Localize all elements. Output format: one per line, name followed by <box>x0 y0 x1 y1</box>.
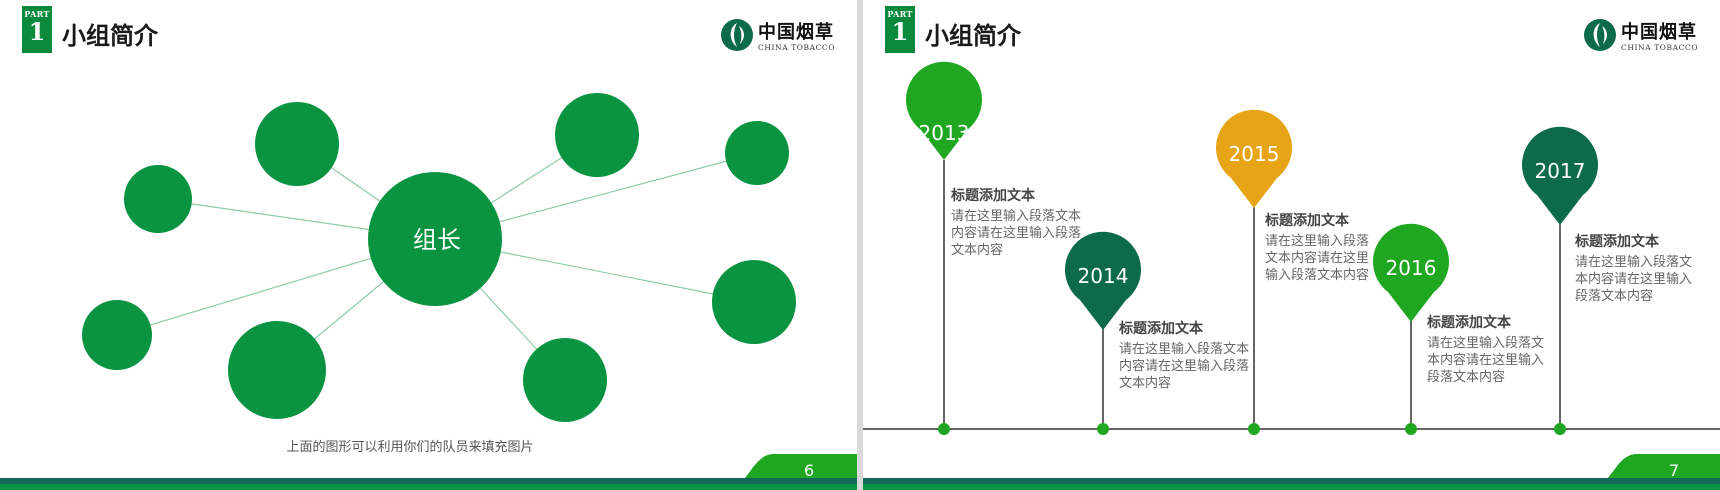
slide-title: 小组简介 <box>925 21 1021 50</box>
timeline-year: 2014 <box>1077 264 1129 288</box>
timeline-entry: 标题添加文本 请在这里输入段落文本内容请在这里输入段落文本内容 <box>1265 210 1377 284</box>
timeline-entry-title: 标题添加文本 <box>951 188 1035 204</box>
part-badge: PART 1 <box>885 6 915 53</box>
diagram-caption: 上面的图形可以利用你们的队员来填充图片 <box>286 440 534 455</box>
timeline-dot <box>938 423 950 435</box>
timeline-entry: 标题添加文本 请在这里输入段落文本内容请在这里输入段落文本内容 <box>1427 312 1545 386</box>
timeline-pin <box>1373 223 1449 322</box>
timeline-entry: 标题添加文本 请在这里输入段落文本内容请在这里输入段落文本内容 <box>951 185 1091 259</box>
timeline-entry-title: 标题添加文本 <box>1427 315 1511 331</box>
footer-band <box>0 452 857 490</box>
member-node <box>725 121 789 185</box>
timeline-year: 2015 <box>1228 142 1280 166</box>
member-node <box>82 300 152 370</box>
team-network-diagram <box>82 93 796 422</box>
timeline-dot <box>1405 423 1417 435</box>
member-node <box>255 102 339 186</box>
timeline-year: 2013 <box>918 121 970 145</box>
footer-band <box>863 452 1720 490</box>
timeline-entry: 标题添加文本 请在这里输入段落文本内容请在这里输入段落文本内容 <box>1119 318 1259 392</box>
leader-node <box>368 172 502 306</box>
timeline-dot <box>1248 423 1260 435</box>
slide-7: PART 1 小组简介 中国烟草 CHINA TOBACCO <box>863 0 1720 490</box>
page-number: 7 <box>1669 461 1680 480</box>
logo-text: 中国烟草 <box>758 22 834 43</box>
timeline-entry-body: 请在这里输入段落文本内容请在这里输入段落文本内容 <box>1427 336 1545 385</box>
part-label: PART <box>887 9 913 19</box>
timeline-entry-body: 请在这里输入段落文本内容请在这里输入段落文本内容 <box>1575 255 1693 304</box>
logo: 中国烟草 CHINA TOBACCO <box>1583 16 1703 56</box>
part-label: PART <box>24 9 50 19</box>
timeline-dot <box>1554 423 1566 435</box>
china-tobacco-logo-icon <box>721 19 753 51</box>
slide-title: 小组简介 <box>62 21 158 50</box>
member-node <box>712 260 796 344</box>
timeline-year: 2017 <box>1534 159 1586 183</box>
page-number: 6 <box>804 461 815 480</box>
timeline-pin <box>1216 109 1292 208</box>
china-tobacco-logo-icon <box>1584 19 1616 51</box>
member-node <box>555 93 639 177</box>
timeline-entry-title: 标题添加文本 <box>1119 321 1203 337</box>
member-node <box>228 321 326 419</box>
timeline-entry-body: 请在这里输入段落文本内容请在这里输入段落文本内容 <box>951 209 1082 258</box>
timeline-pin <box>906 61 982 160</box>
logo-subtext: CHINA TOBACCO <box>1621 43 1699 52</box>
timeline-dot <box>1097 423 1109 435</box>
part-number: 1 <box>891 17 909 46</box>
timeline-entry-body: 请在这里输入段落文本内容请在这里输入段落文本内容 <box>1119 342 1250 391</box>
timeline-entry-title: 标题添加文本 <box>1265 213 1349 229</box>
slide-6: PART 1 小组简介 中国烟草 CHINA TOBACCO <box>0 0 857 490</box>
part-badge: PART 1 <box>22 6 52 53</box>
logo-subtext: CHINA TOBACCO <box>758 43 836 52</box>
leader-label: 组长 <box>413 226 461 254</box>
timeline-entry-title: 标题添加文本 <box>1575 234 1659 250</box>
timeline-pin <box>1522 126 1598 225</box>
timeline-pin <box>1065 231 1141 330</box>
logo-text: 中国烟草 <box>1621 22 1697 43</box>
timeline-entry-body: 请在这里输入段落文本内容请在这里输入段落文本内容 <box>1265 234 1370 283</box>
logo: 中国烟草 CHINA TOBACCO <box>720 16 840 56</box>
part-number: 1 <box>28 17 46 46</box>
timeline-entry: 标题添加文本 请在这里输入段落文本内容请在这里输入段落文本内容 <box>1575 231 1693 305</box>
member-node <box>124 165 192 233</box>
member-node <box>523 338 607 422</box>
timeline-diagram <box>863 61 1720 435</box>
timeline-year: 2016 <box>1385 256 1437 280</box>
